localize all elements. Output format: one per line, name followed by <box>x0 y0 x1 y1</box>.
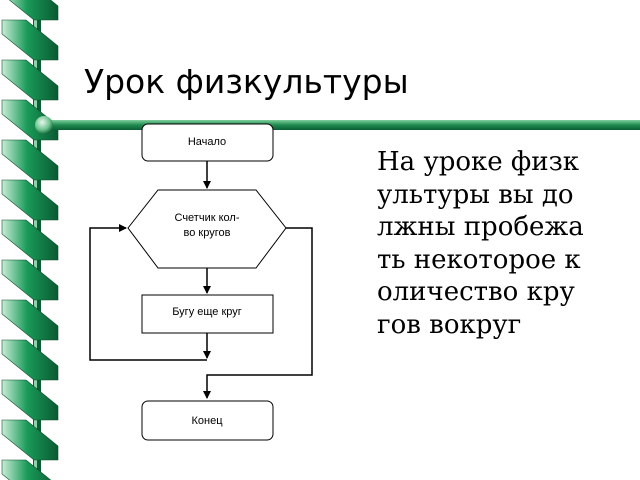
zigzag-segment <box>1 19 59 61</box>
zigzag-segment <box>1 459 52 480</box>
flow-node-start-label: Начало <box>188 136 226 148</box>
flow-exit-line <box>203 227 313 399</box>
flow-node-process-label: Бугу еще круг <box>172 306 242 318</box>
zigzag-segment <box>1 419 59 461</box>
zigzag-segment <box>1 259 59 301</box>
zigzag-segment <box>1 379 59 421</box>
decorative-zigzag-border <box>0 0 70 480</box>
title-divider <box>35 116 640 134</box>
zigzag-segment <box>1 59 59 101</box>
zigzag-segment <box>8 0 59 21</box>
zigzag-segment <box>1 219 59 261</box>
zigzag-segment <box>1 299 59 341</box>
flow-node-end-label: Конец <box>191 415 223 427</box>
zigzag-segment <box>1 179 59 221</box>
flowchart: Начало Счетчик кол- во кругов Бугу еще к… <box>89 123 313 441</box>
flow-loop-back-line <box>89 224 207 361</box>
zigzag-segment <box>1 139 59 181</box>
flow-node-counter-label-line2: во кругов <box>184 227 231 239</box>
slide-body-text: На уроке физкультуры вы должны пробежать… <box>377 147 584 340</box>
flow-node-process <box>141 294 274 334</box>
flow-node-end <box>141 400 274 441</box>
flow-node-counter-label-line1: Счетчик кол- <box>175 212 240 224</box>
slide-title: Урок физкультуры <box>84 62 409 101</box>
zigzag-segment <box>1 339 59 381</box>
